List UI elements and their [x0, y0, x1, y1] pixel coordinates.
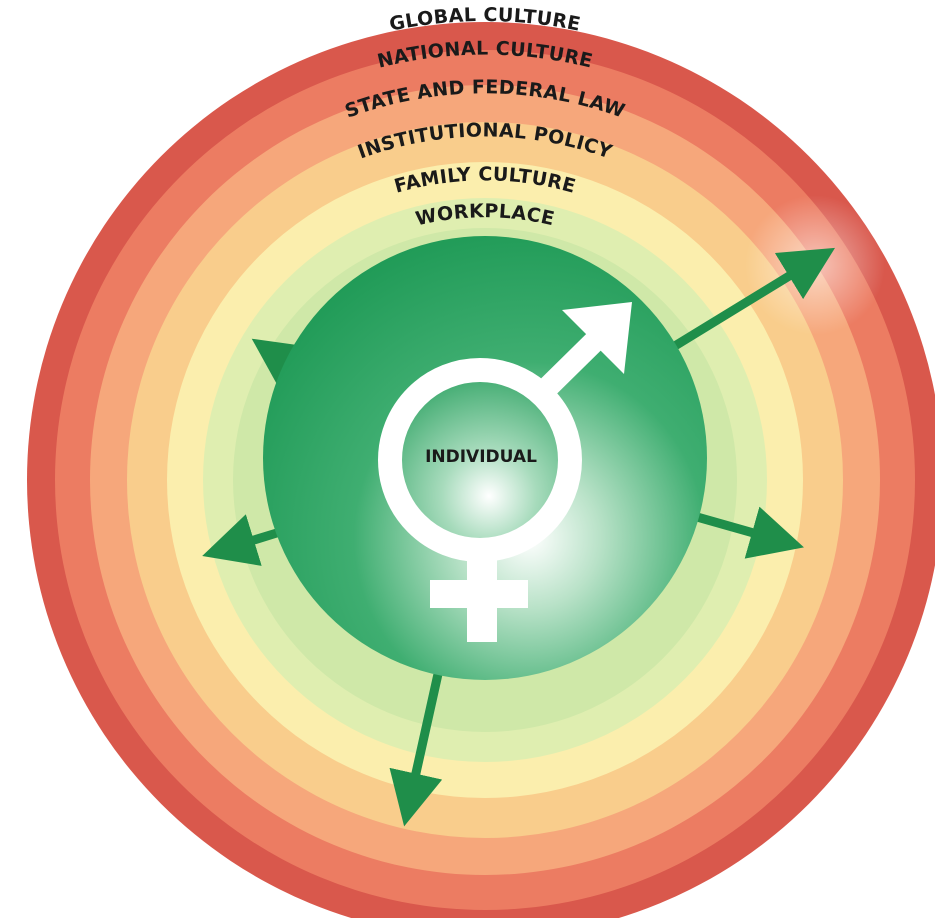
transgender-symbol-icon — [378, 302, 632, 642]
arrow-right — [685, 506, 804, 559]
arrow-left — [202, 514, 285, 566]
arrow-down — [389, 660, 445, 827]
individual-label: INDIVIDUAL — [425, 447, 537, 467]
arrow-upper-right — [660, 247, 836, 357]
